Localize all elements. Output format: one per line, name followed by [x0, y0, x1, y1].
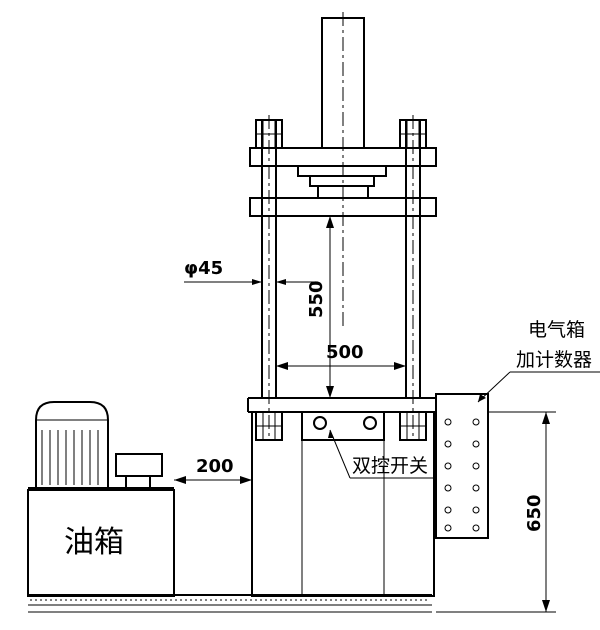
dim-stroke-label: 550 — [306, 280, 327, 318]
electric-box-label: 电气箱 — [528, 319, 585, 341]
switch-button-right — [363, 416, 377, 430]
cylinder — [321, 12, 365, 328]
dim-height: 650 — [436, 411, 556, 613]
moving-plate — [249, 185, 437, 217]
electric-box — [435, 393, 489, 539]
counter-label: 加计数器 — [516, 349, 592, 371]
press-base — [247, 397, 437, 597]
oil-tank-label: 油箱 — [64, 525, 124, 560]
dim-gap-label: 200 — [196, 456, 234, 477]
dim-gap: 200 — [174, 456, 252, 484]
dim-rod-diameter: φ45 — [184, 258, 318, 285]
oil-tank: 油箱 — [27, 489, 175, 597]
dual-switch-callout: 双控开关 — [328, 429, 436, 479]
columns — [261, 115, 421, 440]
bottom-nuts — [255, 411, 427, 441]
electric-box-callout: 电气箱 加计数器 — [477, 319, 600, 403]
dim-stroke: 550 — [306, 216, 334, 398]
dim-rod-diameter-label: φ45 — [184, 258, 223, 279]
motor — [28, 401, 174, 490]
dim-height-label: 650 — [524, 494, 545, 532]
dim-column-span-label: 500 — [326, 342, 364, 363]
top-nuts — [255, 119, 427, 149]
dim-column-span: 500 — [276, 342, 406, 370]
dual-switch-label: 双控开关 — [352, 455, 428, 477]
base-plate — [28, 594, 432, 613]
switch-button-left — [313, 416, 327, 430]
pump — [115, 453, 163, 491]
